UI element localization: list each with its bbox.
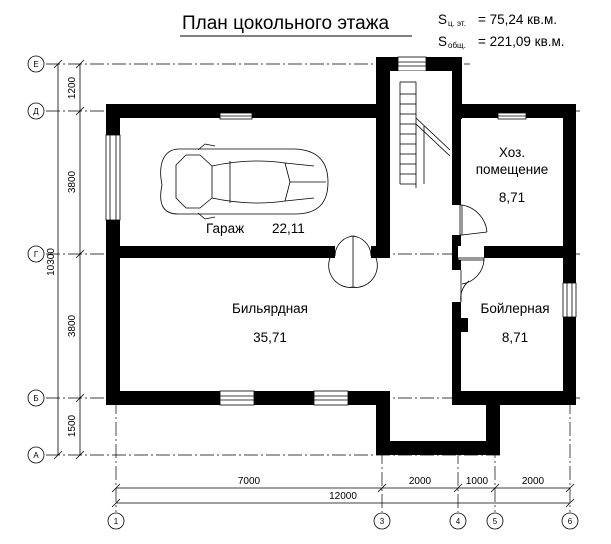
window-garage-left [105, 134, 121, 221]
svg-text:= 221,09 кв.м.: = 221,09 кв.м. [478, 34, 565, 49]
window-garage-top [219, 112, 253, 120]
floor-area-label: S ц. эт. = 75,24 кв.м. [438, 12, 557, 28]
utility-name-line2: помещение [476, 162, 549, 177]
svg-text:5: 5 [493, 517, 498, 526]
dim-12000: 12000 [329, 491, 357, 502]
garage-name: Гараж [206, 221, 244, 236]
svg-text:4: 4 [456, 517, 461, 526]
utility-name-line1: Хоз. [499, 145, 525, 160]
axis-bubble-4: 4 [449, 512, 467, 530]
dim-2000-left: 2000 [409, 476, 432, 487]
dim-1000: 1000 [466, 476, 489, 487]
boiler-name: Бойлерная [480, 301, 549, 316]
door-garage [328, 235, 378, 288]
dim-10300: 10300 [46, 248, 57, 276]
window-boiler-right [562, 282, 577, 318]
garage-area: 22,11 [272, 221, 305, 236]
dim-7000: 7000 [238, 476, 261, 487]
svg-text:Б: Б [33, 394, 38, 403]
boiler-area: 8,71 [502, 330, 528, 345]
window-stair-top [397, 56, 427, 72]
axis-bubble-3: 3 [373, 512, 391, 530]
dim-3800-top: 3800 [67, 170, 78, 193]
door-boiler [457, 257, 485, 332]
axis-bubble-d: Д [27, 102, 45, 120]
svg-text:S: S [438, 34, 447, 49]
horizontal-dimension-chain [111, 483, 575, 508]
billiard-name: Бильярдная [232, 301, 308, 316]
svg-text:1: 1 [114, 517, 119, 526]
window-billiard-bottom-2 [313, 390, 349, 406]
door-utility [459, 204, 488, 236]
billiard-area: 35,71 [253, 330, 287, 345]
door-openings [335, 205, 484, 302]
svg-text:А: А [33, 451, 39, 460]
svg-text:ц. эт.: ц. эт. [448, 19, 466, 28]
svg-text:= 75,24 кв.м.: = 75,24 кв.м. [478, 12, 557, 27]
dim-3800-bottom: 3800 [67, 314, 78, 337]
plan-title: План цокольного этажа [182, 13, 389, 34]
svg-text:Д: Д [33, 107, 39, 116]
svg-text:3: 3 [380, 517, 385, 526]
window-billiard-bottom-1 [219, 390, 255, 406]
total-area-label: S общ. = 221,09 кв.м. [438, 34, 565, 50]
axis-bubble-a: А [27, 446, 45, 464]
axis-bubble-g: Г [27, 245, 45, 263]
staircase [390, 71, 452, 191]
axis-bubble-6: 6 [561, 512, 579, 530]
axis-bubble-5: 5 [486, 512, 504, 530]
window-utility-top [497, 112, 527, 120]
svg-text:S: S [438, 12, 447, 27]
axis-bubble-1: 1 [107, 512, 125, 530]
car-drawing [160, 143, 329, 220]
svg-text:Е: Е [33, 60, 38, 69]
dim-1500: 1500 [67, 414, 78, 437]
dim-2000-right: 2000 [522, 476, 545, 487]
svg-text:Г: Г [34, 250, 39, 259]
svg-text:общ.: общ. [448, 41, 466, 50]
svg-text:6: 6 [568, 517, 573, 526]
axis-bubble-b: Б [27, 389, 45, 407]
axis-bubble-e: Е [27, 55, 45, 73]
vertical-dimension-chain [53, 59, 85, 460]
dim-1200: 1200 [67, 76, 78, 99]
utility-area: 8,71 [499, 190, 525, 205]
